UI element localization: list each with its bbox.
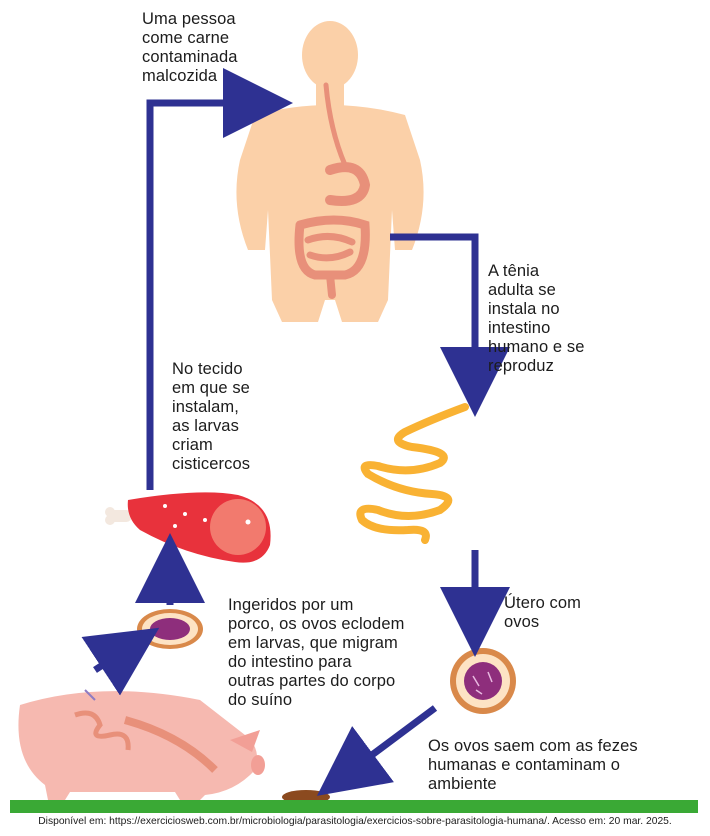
arrow-pig-to-egg (95, 647, 130, 670)
tapeworm (360, 407, 465, 540)
label-person-eats-meat: Uma pessoa come carne contaminada malcoz… (142, 10, 238, 86)
label-eggs-environment: Os ovos saem com as fezes humanas e cont… (428, 737, 638, 794)
ground (10, 800, 698, 813)
arrow-to-environment (345, 708, 435, 775)
pork-meat (105, 492, 271, 562)
source-caption: Disponível em: https://exerciciosweb.com… (0, 816, 710, 827)
egg-uterus (450, 648, 516, 714)
label-adult-tapeworm: A tênia adulta se instala no intestino h… (488, 262, 585, 376)
label-cysticerci: No tecido em que se instalam, as larvas … (172, 360, 250, 474)
egg-ingested (137, 609, 203, 649)
label-pig-ingestion: Ingeridos por um porco, os ovos eclodem … (228, 596, 404, 710)
label-uterus-eggs: Útero com ovos (504, 594, 581, 632)
arrow-to-tapeworm (390, 237, 475, 382)
